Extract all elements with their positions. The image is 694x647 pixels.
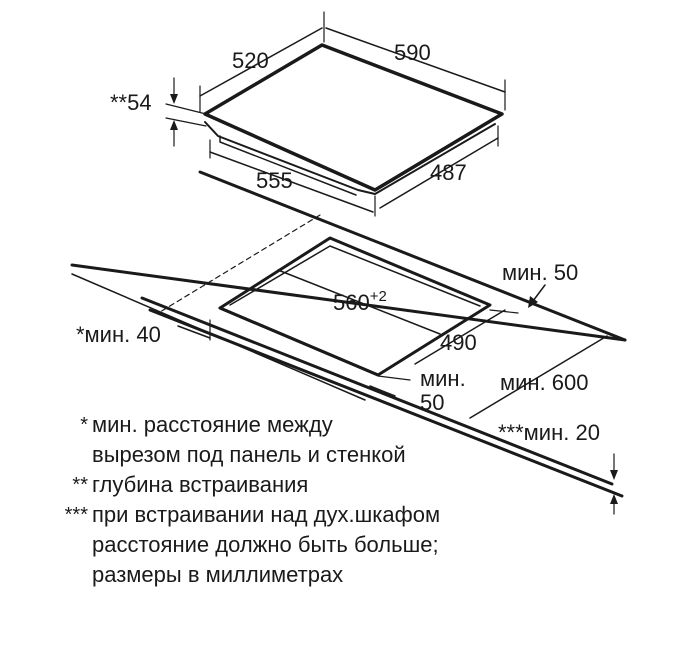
label-54: **54	[110, 90, 152, 115]
footnote-3-line-2: расстояние должно быть больше;	[92, 532, 439, 557]
hob-top-outline	[203, 43, 504, 192]
cutout-inner-edge	[229, 245, 481, 307]
label-560-base: 560	[333, 290, 370, 315]
label-590: 590	[394, 40, 431, 65]
label-555: 555	[256, 168, 293, 193]
arrowhead-min20-bottom	[610, 494, 618, 504]
ext-line-490	[489, 309, 519, 314]
label-487: 487	[430, 160, 467, 185]
label-490: 490	[440, 330, 477, 355]
footnote-2-mark: **	[72, 474, 88, 496]
footnote-1-line-2: вырезом под панель и стенкой	[92, 442, 406, 467]
ext-line-54-top	[165, 103, 207, 115]
label-520: 520	[232, 48, 269, 73]
dim-line-min50-front	[369, 385, 396, 397]
footnote-1-line-1: мин. расстояние между	[92, 412, 333, 437]
footnote-1-mark: *	[80, 414, 88, 436]
worktop-front-edge-bottom	[148, 308, 624, 498]
label-min40: *мин. 40	[76, 322, 161, 347]
label-min600: мин. 600	[500, 370, 589, 395]
dim-line-487	[379, 137, 499, 209]
label-min50-back: мин. 50	[502, 260, 578, 285]
cutout-left-edge	[218, 306, 380, 377]
hob-bottom-outline	[204, 121, 496, 195]
arrowhead-min20-top	[610, 470, 618, 480]
ext-line-min50-front	[377, 375, 411, 381]
label-min20: ***мин. 20	[498, 420, 600, 445]
dim-line-590	[325, 27, 506, 93]
footnotes: * мин. расстояние между вырезом под пане…	[50, 410, 650, 590]
dim-line-560	[277, 269, 441, 335]
arrowhead-54-bottom	[170, 120, 178, 130]
footnote-3: *** при встраивании над дух.шкафом	[50, 500, 650, 530]
ext-line-54-bottom	[165, 117, 207, 127]
dim-line-520	[199, 27, 323, 97]
worktop-front-edge-top	[140, 296, 614, 486]
label-560: 560+2	[333, 288, 387, 315]
label-560-tolerance: +2	[370, 288, 387, 305]
wall-dashed-line	[159, 214, 321, 313]
arrowhead-54-top	[170, 94, 178, 104]
dim-line-490	[414, 309, 506, 365]
footnote-2-line-1: глубина встраивания	[92, 472, 309, 497]
label-min50-front-2: 50	[420, 390, 444, 415]
footnote-3-mark: ***	[64, 504, 88, 526]
arrowhead-min50-back	[528, 296, 538, 308]
footnote-1: * мин. расстояние между	[50, 410, 650, 440]
dim-line-min40	[177, 325, 211, 339]
worktop-back-edge	[70, 263, 627, 342]
hob-body-front	[219, 135, 357, 196]
dim-line-min600	[469, 335, 608, 419]
footnote-3-line-3: размеры в миллиметрах	[92, 562, 344, 587]
dim-line-555	[209, 151, 374, 213]
label-min50-front-1: мин.	[420, 366, 466, 391]
footnote-3-line-1: при встраивании над дух.шкафом	[92, 502, 441, 527]
wall-back-line	[198, 170, 627, 342]
footnote-2: ** глубина встраивания	[50, 470, 650, 500]
